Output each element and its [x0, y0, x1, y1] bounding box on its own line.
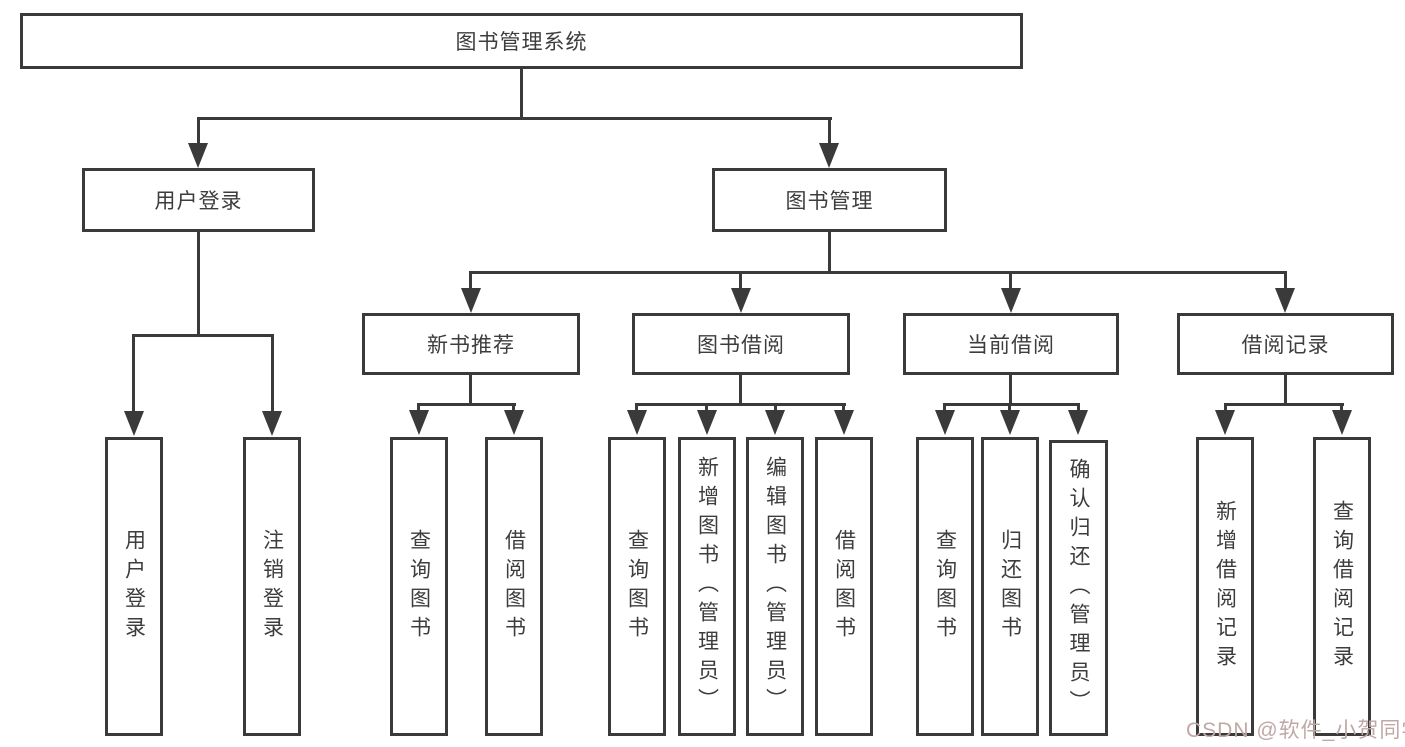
connector-stem [1340, 403, 1343, 412]
connector-mgmt-split [469, 271, 1287, 274]
connector-user-split [132, 334, 274, 337]
leaf-query-borrow-record: 查询借阅记录 [1313, 437, 1371, 736]
connector-stem [1008, 403, 1011, 412]
leaf-label: 查询图书 [407, 528, 431, 645]
connector-stem [1009, 271, 1012, 291]
node-label: 借阅记录 [1241, 334, 1330, 357]
connector-user-drop [197, 232, 200, 337]
connector-stem [1077, 403, 1080, 412]
arrow-head [697, 410, 717, 435]
arrow-head [1215, 410, 1235, 435]
connector-root-split [197, 117, 832, 120]
arrow-head [504, 410, 524, 435]
leaf-query-books-borrowing: 查询图书 [608, 437, 666, 736]
connector-drop [1009, 375, 1012, 406]
arrow-head [409, 410, 429, 435]
leaf-query-books-recommend: 查询图书 [390, 437, 448, 736]
leaf-label: 借阅图书 [832, 528, 856, 645]
leaf-user-login: 用户登录 [105, 437, 163, 736]
arrow-head [731, 288, 751, 313]
leaf-return-books: 归还图书 [981, 437, 1039, 736]
connector-stem [469, 271, 472, 291]
node-book-borrowing: 图书借阅 [632, 313, 850, 375]
leaf-label: 编辑图书（管理员） [763, 456, 787, 717]
arrow-head [627, 410, 647, 435]
connector-drop [469, 375, 472, 406]
node-borrowing-records: 借阅记录 [1177, 313, 1394, 375]
connector-stem [512, 403, 515, 412]
connector-split [635, 403, 846, 406]
arrow-head [1000, 410, 1020, 435]
leaf-label: 查询图书 [625, 528, 649, 645]
node-label: 图书管理 [785, 190, 874, 213]
node-label: 图书管理系统 [455, 31, 588, 54]
node-label: 图书借阅 [697, 334, 785, 357]
connector-stem [132, 334, 135, 413]
node-new-book-recommend: 新书推荐 [362, 313, 580, 375]
arrow-head [819, 143, 839, 168]
leaf-label: 用户登录 [122, 528, 146, 645]
node-label: 用户登录 [154, 190, 243, 213]
connector-stem [1224, 403, 1227, 412]
leaf-label: 查询图书 [933, 528, 957, 645]
leaf-label: 注销登录 [260, 528, 284, 645]
csdn-watermark: CSDN @软件_小贺同学 [1186, 719, 1405, 742]
connector-stem [842, 403, 845, 412]
connector-stem [705, 403, 708, 412]
leaf-add-borrow-record: 新增借阅记录 [1196, 437, 1254, 736]
leaf-label: 归还图书 [998, 528, 1022, 645]
leaf-confirm-return-admin: 确认归还（管理员） [1049, 440, 1108, 736]
connector-stem [417, 403, 420, 412]
leaf-query-books-current: 查询图书 [916, 437, 974, 736]
node-current-borrowing: 当前借阅 [903, 313, 1119, 375]
arrow-head [461, 288, 481, 313]
arrow-head [1001, 288, 1021, 313]
leaf-borrow-books: 借阅图书 [815, 437, 873, 736]
connector-root-drop [520, 69, 523, 120]
leaf-label: 查询借阅记录 [1330, 499, 1354, 674]
connector-stem [828, 117, 831, 145]
node-label: 新书推荐 [427, 334, 515, 357]
leaf-logout: 注销登录 [243, 437, 301, 736]
connector-drop [739, 375, 742, 405]
connector-stem [943, 403, 946, 412]
connector-stem [197, 117, 200, 145]
arrow-head [834, 410, 854, 435]
connector-mgmt-drop [828, 232, 831, 274]
leaf-label: 确认归还（管理员） [1067, 457, 1090, 719]
connector-split [1224, 403, 1344, 406]
arrow-head [1068, 410, 1088, 435]
node-user-login: 用户登录 [82, 168, 315, 232]
connector-drop [1284, 375, 1287, 405]
connector-stem [271, 334, 274, 413]
leaf-label: 借阅图书 [502, 528, 526, 645]
arrow-head [1275, 288, 1295, 313]
connector-split [943, 403, 1080, 406]
node-book-management: 图书管理 [712, 168, 947, 232]
arrow-head [1332, 410, 1352, 435]
leaf-label: 新增借阅记录 [1213, 499, 1237, 674]
arrow-head [262, 411, 282, 436]
leaf-label: 新增图书（管理员） [695, 456, 719, 717]
node-book-management-system: 图书管理系统 [20, 13, 1023, 69]
connector-stem [1284, 271, 1287, 291]
arrow-head [188, 143, 208, 168]
arrow-head [765, 410, 785, 435]
connector-stem [774, 403, 777, 412]
leaf-borrow-books-recommend: 借阅图书 [485, 437, 543, 736]
node-label: 当前借阅 [967, 334, 1055, 357]
leaf-add-books-admin: 新增图书（管理员） [678, 437, 736, 736]
arrow-head [124, 411, 144, 436]
arrow-head [935, 410, 955, 435]
leaf-edit-books-admin: 编辑图书（管理员） [746, 437, 804, 736]
connector-split [417, 403, 516, 406]
connector-stem [635, 403, 638, 412]
connector-stem [739, 271, 742, 291]
